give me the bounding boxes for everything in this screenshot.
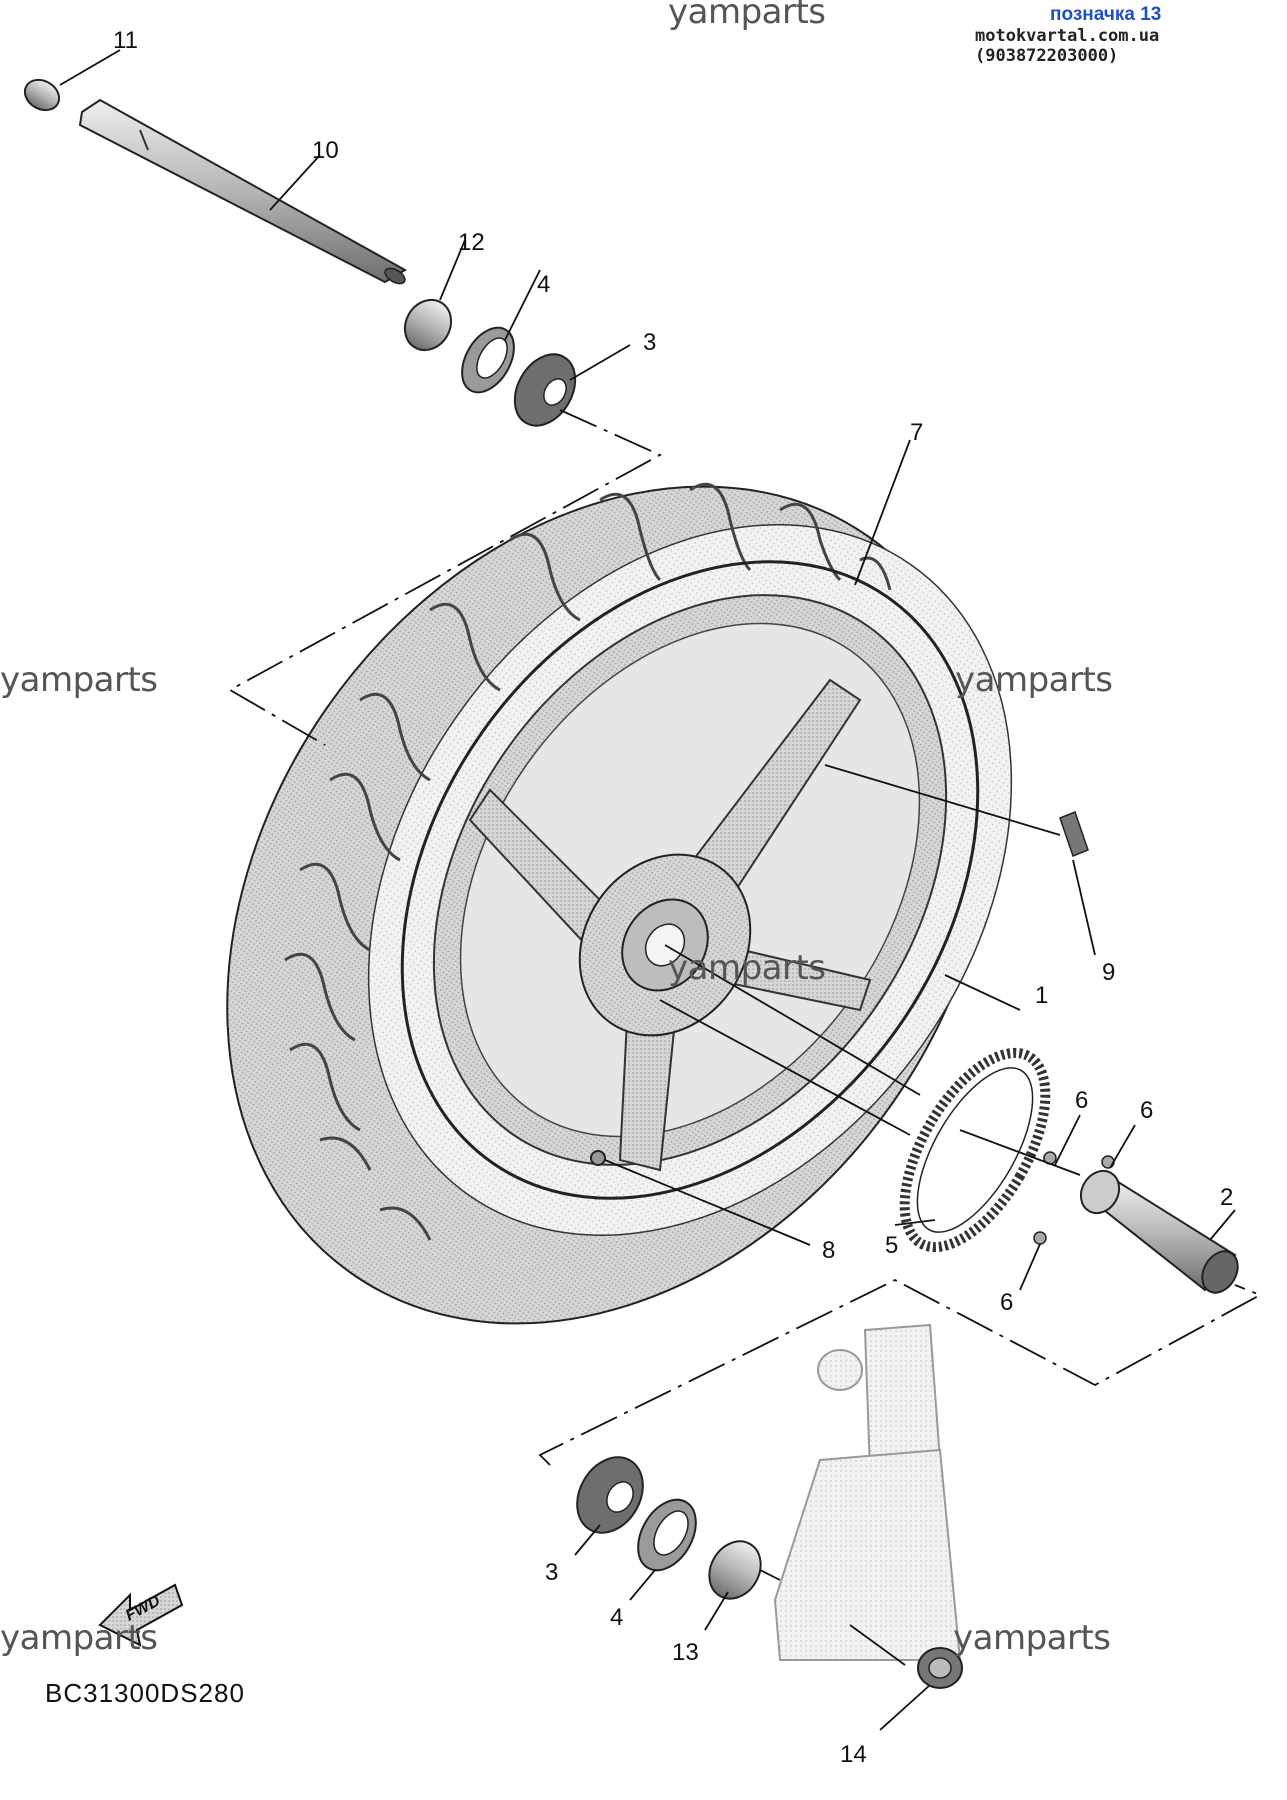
callout-7: 7 <box>910 419 923 446</box>
bearing-top <box>513 353 577 427</box>
diagram-code: BC31300DS280 <box>45 1678 245 1708</box>
bearing-bottom <box>576 1456 644 1534</box>
callout-6-b: 6 <box>1140 1097 1153 1124</box>
valve <box>590 1150 606 1166</box>
oil-seal-top <box>461 326 515 394</box>
callout-13: 13 <box>672 1639 699 1666</box>
header-site: motokvartal.com.ua (903872203000) <box>975 26 1160 66</box>
callout-9: 9 <box>1102 959 1115 986</box>
callout-3-bottom: 3 <box>545 1559 558 1586</box>
callout-8: 8 <box>822 1237 835 1264</box>
callout-4-top: 4 <box>537 271 550 298</box>
wheel-rim <box>400 560 980 1200</box>
balance-weight <box>1059 811 1089 857</box>
callout-11: 11 <box>113 27 138 54</box>
sensor-rotor <box>899 1047 1051 1253</box>
watermark-left: yamparts <box>0 660 158 700</box>
callout-3-top: 3 <box>643 329 656 356</box>
header-tag: позначка 13 <box>1050 4 1162 25</box>
collar-2 <box>1079 1169 1239 1294</box>
callout-12: 12 <box>458 229 485 256</box>
oil-seal-bottom <box>637 1498 697 1572</box>
leader-lines <box>59 49 1263 1731</box>
callout-14: 14 <box>840 1741 867 1768</box>
fwd-arrow-icon <box>98 1583 184 1647</box>
callout-6-a: 6 <box>1075 1087 1088 1114</box>
callout-1: 1 <box>1035 982 1048 1009</box>
watermark-center: yamparts <box>668 948 826 988</box>
callout-5: 5 <box>885 1232 898 1259</box>
callout-10: 10 <box>312 137 339 164</box>
watermark-right: yamparts <box>955 660 1113 700</box>
watermark-bottom-left: yamparts <box>0 1618 158 1658</box>
callout-6-c: 6 <box>1000 1289 1013 1316</box>
pinch-bolt-14 <box>917 1647 963 1689</box>
axle <box>78 98 407 285</box>
collar-11 <box>23 78 61 112</box>
collar-13 <box>708 1540 762 1600</box>
watermark-bottom-right: yamparts <box>953 1618 1111 1658</box>
collar-12 <box>403 298 453 352</box>
callout-numbers: 11 10 12 4 3 7 9 1 6 6 2 8 5 6 3 4 13 14 <box>113 27 1233 1768</box>
front-fork <box>773 1323 962 1661</box>
callout-4-bottom: 4 <box>610 1604 623 1631</box>
callout-2: 2 <box>1220 1184 1233 1211</box>
watermark-top: yamparts <box>668 0 826 32</box>
tread-pattern <box>284 482 892 1241</box>
